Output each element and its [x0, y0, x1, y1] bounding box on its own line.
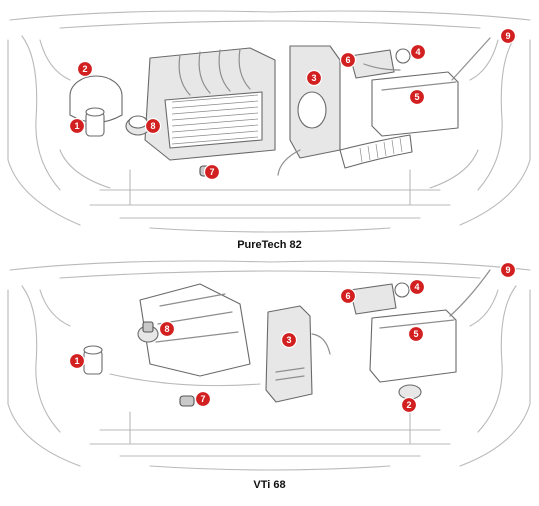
oil-dipstick [179, 395, 195, 407]
marker-1: 1 [68, 352, 86, 370]
marker-6-label: 6 [345, 291, 350, 301]
marker-1-label: 1 [74, 121, 79, 131]
marker-8-label: 8 [164, 324, 169, 334]
marker-2-label: 2 [406, 400, 411, 410]
marker-4: 4 [409, 43, 427, 61]
battery [349, 282, 457, 383]
air-filter [265, 305, 331, 403]
washer-fluid-reservoir [83, 345, 103, 375]
engine-bay-outline [7, 260, 531, 471]
marker-3-label: 3 [286, 335, 291, 345]
marker-8: 8 [158, 320, 176, 338]
marker-5-label: 5 [414, 92, 419, 102]
marker-8: 8 [144, 117, 162, 135]
marker-7: 7 [194, 390, 212, 408]
oil-filler-cap [125, 115, 151, 136]
puretech-82-panel: 1 2 3 4 5 6 7 8 9 [0, 0, 539, 236]
marker-2: 2 [400, 396, 418, 414]
intake-hose [339, 134, 413, 169]
marker-9-label: 9 [505, 31, 510, 41]
marker-2: 2 [76, 60, 94, 78]
engine-bay-outline [7, 10, 531, 233]
battery [349, 48, 459, 137]
marker-7: 7 [203, 163, 221, 181]
engine-cover [139, 283, 251, 377]
coolant-reservoir [69, 75, 123, 124]
marker-7-label: 7 [209, 167, 214, 177]
marker-3: 3 [305, 69, 323, 87]
marker-9: 9 [499, 261, 517, 279]
marker-5: 5 [407, 325, 425, 343]
marker-8-label: 8 [150, 121, 155, 131]
marker-1-label: 1 [74, 356, 79, 366]
washer-fluid-reservoir [85, 107, 105, 137]
vti-68-illustration: 1 2 3 4 5 6 7 8 9 [7, 260, 531, 471]
battery-cable [451, 37, 491, 81]
marker-9: 9 [499, 27, 517, 45]
marker-4-label: 4 [414, 282, 419, 292]
marker-3-label: 3 [311, 73, 316, 83]
air-filter [277, 45, 341, 176]
marker-3: 3 [280, 331, 298, 349]
marker-4: 4 [408, 278, 426, 296]
battery-cable [449, 269, 491, 317]
marker-6: 6 [339, 287, 357, 305]
marker-9-label: 9 [505, 265, 510, 275]
marker-1: 1 [68, 117, 86, 135]
oil-filler-cap [137, 321, 159, 343]
vti-68-caption: VTi 68 [253, 479, 286, 491]
puretech-82-caption: PureTech 82 [237, 239, 302, 251]
marker-6: 6 [339, 51, 357, 69]
marker-4-label: 4 [415, 47, 420, 57]
puretech-82-illustration: 1 2 3 4 5 6 7 8 9 [7, 10, 531, 233]
marker-2-label: 2 [82, 64, 87, 74]
engine-block [144, 47, 276, 161]
marker-5: 5 [408, 88, 426, 106]
coolant-reservoir [398, 384, 422, 400]
marker-5-label: 5 [413, 329, 418, 339]
marker-7-label: 7 [200, 394, 205, 404]
marker-6-label: 6 [345, 55, 350, 65]
vti-68-panel: 1 2 3 4 5 6 7 8 9 [0, 254, 539, 476]
